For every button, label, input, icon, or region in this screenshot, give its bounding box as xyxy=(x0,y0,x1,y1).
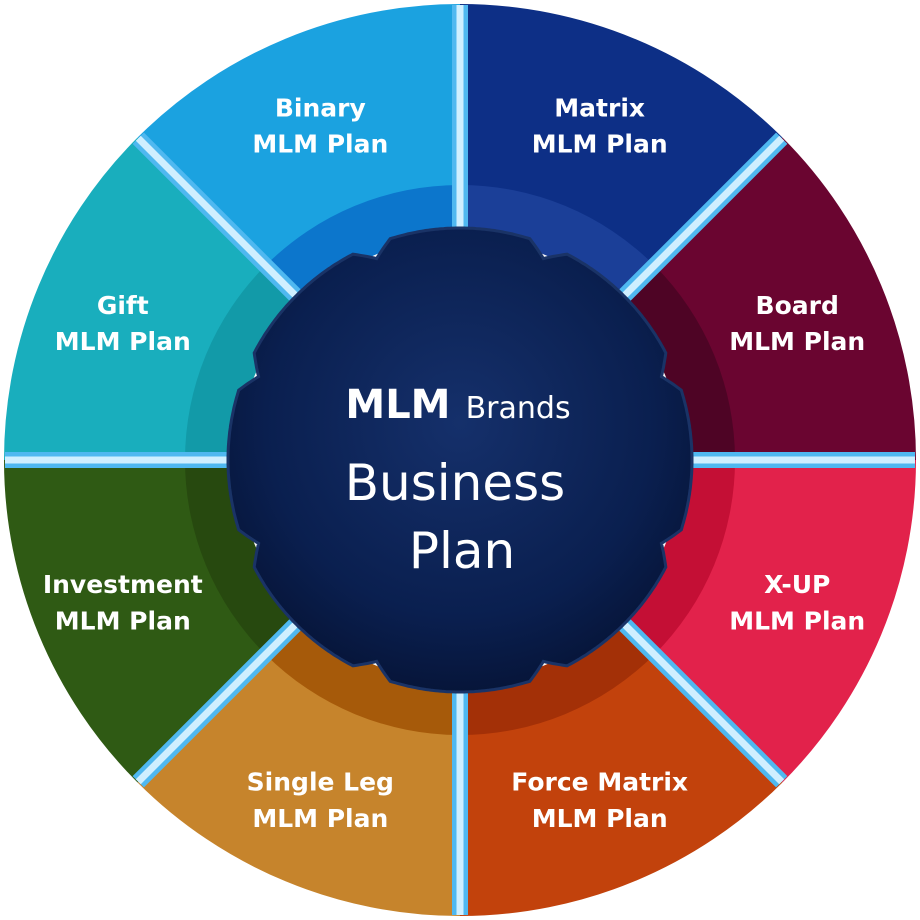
inner-ring-layer xyxy=(185,185,735,735)
segment-label-line1: Binary xyxy=(275,93,366,122)
segment-ring-x-up xyxy=(616,460,735,655)
segment-label-line2: MLM Plan xyxy=(55,327,191,356)
center-title-line2: Plan xyxy=(409,522,515,580)
segments-layer xyxy=(4,4,916,916)
segment-label-line1: Investment xyxy=(43,570,203,599)
divider-line xyxy=(617,135,785,303)
segment-label-line2: MLM Plan xyxy=(55,606,191,635)
segment-label-line1: X-UP xyxy=(764,570,830,599)
divider-line xyxy=(135,135,303,303)
segment-investment xyxy=(4,460,267,783)
segment-label-line1: Matrix xyxy=(554,93,645,122)
center-hub-shape xyxy=(226,226,694,694)
segment-ring-investment xyxy=(185,460,304,655)
segment-ring-matrix xyxy=(460,185,655,304)
segment-label-line1: Board xyxy=(756,291,839,320)
segment-label-x-up: X-UP MLM Plan xyxy=(729,570,865,635)
segment-label-line2: MLM Plan xyxy=(729,327,865,356)
divider-line xyxy=(617,617,785,785)
segment-label-line2: MLM Plan xyxy=(729,606,865,635)
segment-ring-force-matrix xyxy=(460,616,655,735)
divider-line xyxy=(135,617,303,785)
segment-matrix xyxy=(460,4,783,267)
segment-label-line2: MLM Plan xyxy=(532,804,668,833)
segment-label-line2: MLM Plan xyxy=(252,130,388,159)
center-brand: MLM Brands xyxy=(345,382,570,428)
center-title-line1: Business xyxy=(345,454,565,512)
segment-label-line2: MLM Plan xyxy=(252,804,388,833)
segment-ring-board xyxy=(616,265,735,460)
segment-label-line1: Gift xyxy=(97,291,149,320)
center-brand-light: Brands xyxy=(466,391,571,426)
segment-binary xyxy=(137,4,460,267)
segment-ring-gift xyxy=(185,265,304,460)
segment-label-line1: Single Leg xyxy=(247,768,394,797)
segment-single-leg xyxy=(137,653,460,916)
segment-x-up xyxy=(653,460,916,783)
center-hub: MLM Brands Business Plan xyxy=(226,226,694,694)
segment-label-line1: Force Matrix xyxy=(511,768,688,797)
segment-label-line2: MLM Plan xyxy=(532,130,668,159)
segment-gift xyxy=(4,137,267,460)
dividers-layer xyxy=(5,5,915,915)
segment-ring-binary xyxy=(265,185,460,304)
segment-board xyxy=(653,137,916,460)
center-brand-bold: MLM xyxy=(345,382,450,428)
segment-ring-single-leg xyxy=(265,616,460,735)
segment-force-matrix xyxy=(460,653,783,916)
